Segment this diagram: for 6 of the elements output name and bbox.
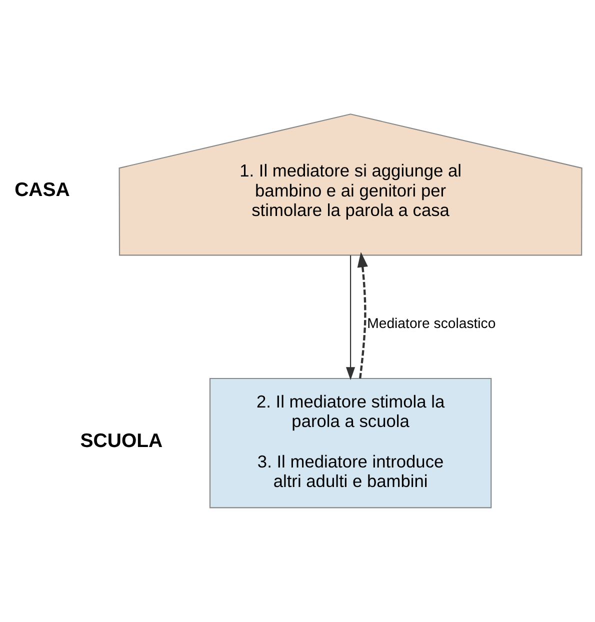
node-label: SCUOLA <box>80 430 163 452</box>
node-label: CASA <box>14 178 70 201</box>
arrow <box>357 252 368 378</box>
arrow <box>346 255 356 380</box>
node-box: 2. Il mediatore stimola la parola a scuola 3. Il mediatore introduce altri adulti e bambini <box>209 378 492 508</box>
edge-label: Mediatore scolastico <box>367 314 496 331</box>
